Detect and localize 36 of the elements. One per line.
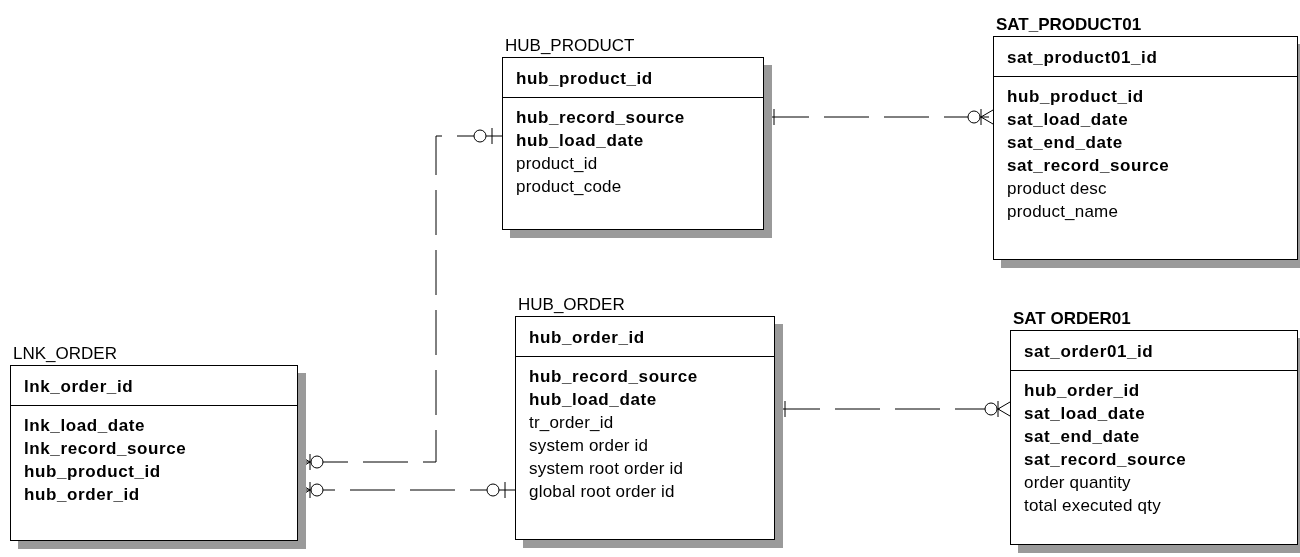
attribute-field: sat_record_source: [1007, 154, 1170, 177]
table-title: HUB_PRODUCT: [505, 36, 635, 56]
key-field: lnk_order_id: [24, 375, 134, 398]
attribute-field: sat_record_source: [1024, 448, 1187, 471]
attribute-field: lnk_record_source: [24, 437, 187, 460]
key-field: sat_order01_id: [1024, 340, 1154, 363]
attribute-field: sat_end_date: [1007, 131, 1123, 154]
attribute-field: product_code: [516, 175, 622, 198]
attribute-field: hub_product_id: [1007, 85, 1144, 108]
key-field: sat_product01_id: [1007, 46, 1158, 69]
attribute-field: hub_load_date: [516, 129, 644, 152]
key-field: hub_product_id: [516, 67, 653, 90]
attribute-field: lnk_load_date: [24, 414, 146, 437]
attribute-field: system root order id: [529, 457, 684, 480]
key-field: hub_order_id: [529, 326, 645, 349]
attribute-field: product_id: [516, 152, 598, 175]
attribute-field: total executed qty: [1024, 494, 1161, 517]
attribute-field: hub_product_id: [24, 460, 161, 483]
attribute-field: hub_order_id: [24, 483, 140, 506]
table-title: SAT_PRODUCT01: [996, 15, 1142, 35]
attribute-field: product_name: [1007, 200, 1119, 223]
attribute-field: order quantity: [1024, 471, 1131, 494]
attribute-field: hub_record_source: [516, 106, 685, 129]
attribute-field: product desc: [1007, 177, 1107, 200]
table-title: HUB_ORDER: [518, 295, 625, 315]
table-title: LNK_ORDER: [13, 344, 117, 364]
attribute-field: tr_order_id: [529, 411, 614, 434]
attribute-field: hub_record_source: [529, 365, 698, 388]
attribute-field: sat_load_date: [1007, 108, 1129, 131]
attribute-field: hub_load_date: [529, 388, 657, 411]
attribute-field: system order id: [529, 434, 649, 457]
table-title: SAT ORDER01: [1013, 309, 1131, 329]
attribute-field: global root order id: [529, 480, 675, 503]
attribute-field: sat_load_date: [1024, 402, 1146, 425]
attribute-field: sat_end_date: [1024, 425, 1140, 448]
attribute-field: hub_order_id: [1024, 379, 1140, 402]
